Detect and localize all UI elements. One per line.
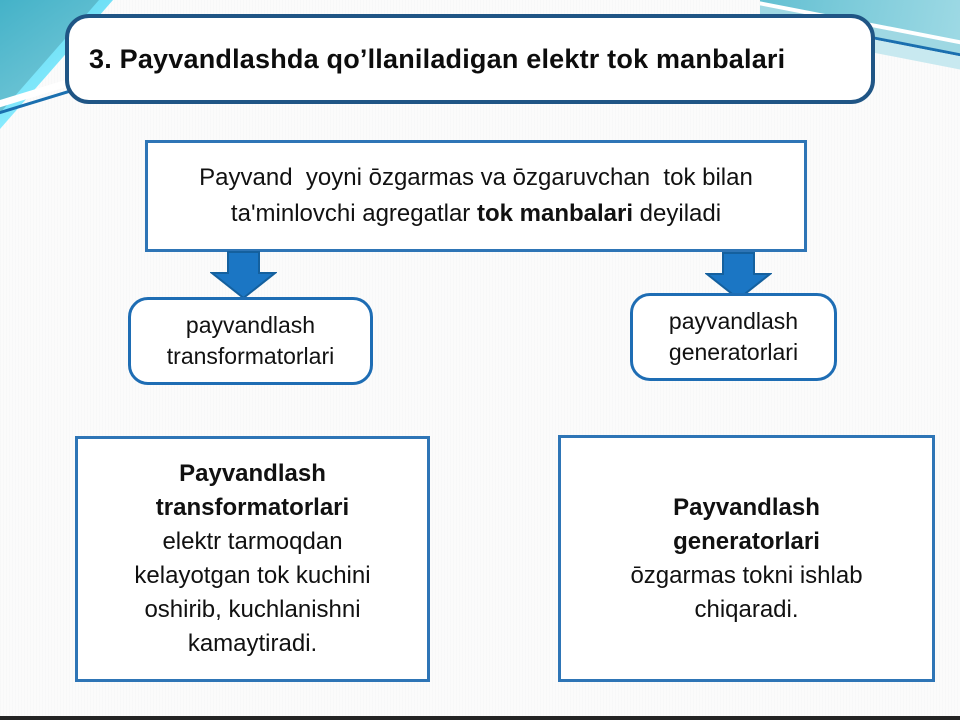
definition-line1: Payvand yoyni ōzgarmas va ōzgaruvchan to… xyxy=(199,164,753,191)
definition-line2-suffix: deyiladi xyxy=(633,200,722,227)
detail-left-heading: Payvandlash transformatorlari xyxy=(155,460,350,521)
page-title: 3. Payvandlashda qo’llaniladigan elektr … xyxy=(89,43,786,74)
detail-left-body: elektr tarmoqdan kelayotgan tok kuchini … xyxy=(134,528,371,657)
branch-left-label: payvandlash transformatorlari xyxy=(166,312,335,369)
definition-box: Payvand yoyni ōzgarmas va ōzgaruvchan to… xyxy=(145,140,807,252)
branch-right-label: payvandlash generatorlari xyxy=(668,308,799,365)
branch-right-box: payvandlash generatorlari xyxy=(630,293,837,381)
detail-left-box: Payvandlash transformatorlari elektr tar… xyxy=(75,436,430,682)
down-arrow-right-icon xyxy=(705,252,772,301)
detail-right-heading: Payvandlash generatorlari xyxy=(673,493,820,555)
definition-line2-prefix: ta'minlovchi agregatlar xyxy=(230,200,477,227)
bottom-edge-bar xyxy=(0,716,960,720)
title-box: 3. Payvandlashda qo’llaniladigan elektr … xyxy=(65,14,875,104)
branch-left-box: payvandlash transformatorlari xyxy=(128,297,373,385)
detail-right-body: ōzgarmas tokni ishlab chiqaradi. xyxy=(630,561,863,623)
definition-line2: ta'minlovchi agregatlar tok manbalari de… xyxy=(148,196,804,232)
detail-right-box: Payvandlash generatorlari ōzgarmas tokni… xyxy=(558,435,935,682)
down-arrow-left-icon xyxy=(210,251,277,300)
definition-term-bold: tok manbalari xyxy=(476,200,634,227)
